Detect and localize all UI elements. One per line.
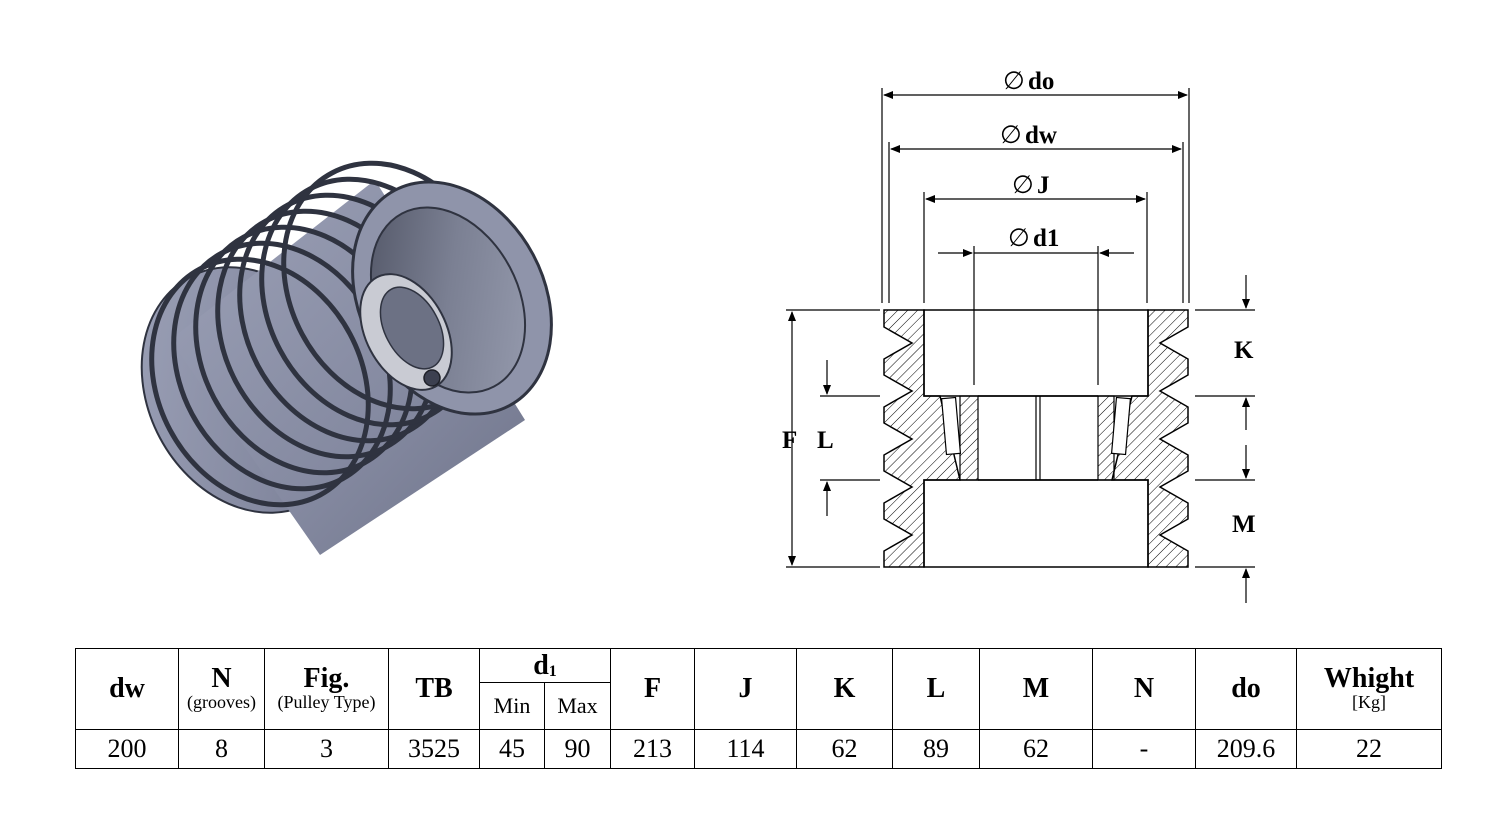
table-subheader-row: Min Max	[76, 682, 1442, 730]
cell-N2: -	[1092, 728, 1197, 770]
label-L: L	[817, 427, 834, 454]
table-header-row: dw N(grooves) Fig.(Pulley Type) TB d1 F …	[75, 647, 1443, 730]
cell-min: 45	[479, 728, 545, 770]
header-weight: Whight[Kg]	[1296, 648, 1443, 730]
header-dw: dw	[75, 648, 179, 730]
header-L: L	[892, 648, 981, 730]
pulley-3d-render	[140, 160, 553, 555]
header-TB: TB	[388, 648, 480, 730]
label-d1: d1	[1033, 225, 1059, 252]
label-dw: dw	[1025, 122, 1057, 149]
diameter-symbol-J: ∅	[1012, 170, 1034, 199]
header-M: M	[979, 648, 1094, 730]
bush-right	[1097, 395, 1115, 481]
cell-L: 89	[892, 728, 981, 770]
header-N2: N	[1092, 648, 1197, 730]
diameter-symbol-dw: ∅	[1000, 120, 1022, 149]
spec-table: dw N(grooves) Fig.(Pulley Type) TB d1 F …	[75, 647, 1443, 770]
table-row: 200 8 3 3525 45 90 213 114 62 89 62 - 20…	[75, 728, 1443, 770]
label-M: M	[1232, 511, 1256, 538]
bush-screw-hole	[423, 369, 441, 387]
header-max: Max	[543, 682, 612, 730]
header-fig: Fig.(Pulley Type)	[264, 648, 389, 730]
extension-lines	[881, 88, 1190, 385]
cell-TB: 3525	[388, 728, 480, 770]
header-fig-sub: (Pulley Type)	[277, 691, 376, 712]
header-N-sub: (grooves)	[187, 691, 256, 712]
left-groove-wall	[883, 309, 961, 568]
right-groove-wall	[1111, 309, 1189, 568]
bush-left	[959, 395, 979, 481]
label-F: F	[782, 427, 797, 454]
horizontal-dimensions	[883, 91, 1188, 257]
header-J: J	[694, 648, 798, 730]
cell-M: 62	[979, 728, 1094, 770]
section-drawing: ∅ do ∅ dw ∅ J ∅ d1 K F L M	[782, 66, 1256, 603]
header-K: K	[796, 648, 894, 730]
cell-dw: 200	[75, 728, 179, 770]
cell-J: 114	[694, 728, 798, 770]
cell-max: 90	[543, 728, 612, 770]
header-d1: d1	[478, 647, 612, 684]
label-K: K	[1234, 337, 1254, 364]
header-min: Min	[479, 682, 545, 730]
header-F: F	[610, 648, 696, 730]
cell-weight: 22	[1296, 728, 1443, 770]
diameter-symbol-do: ∅	[1003, 66, 1025, 95]
vertical-dimensions	[788, 275, 1250, 603]
horizontal-extension-lines	[786, 309, 1255, 568]
cell-do: 209.6	[1195, 728, 1298, 770]
cell-F: 213	[610, 728, 696, 770]
cell-K: 62	[796, 728, 894, 770]
cell-fig: 3	[264, 728, 389, 770]
header-do: do	[1195, 648, 1298, 730]
header-N: N(grooves)	[178, 648, 265, 730]
cell-N: 8	[178, 728, 265, 770]
pulley-section	[883, 309, 1189, 568]
pulley-body	[140, 160, 553, 555]
label-do: do	[1028, 68, 1054, 95]
diameter-symbol-d1: ∅	[1008, 223, 1030, 252]
label-J: J	[1037, 172, 1050, 199]
header-weight-sub: [Kg]	[1352, 691, 1387, 712]
